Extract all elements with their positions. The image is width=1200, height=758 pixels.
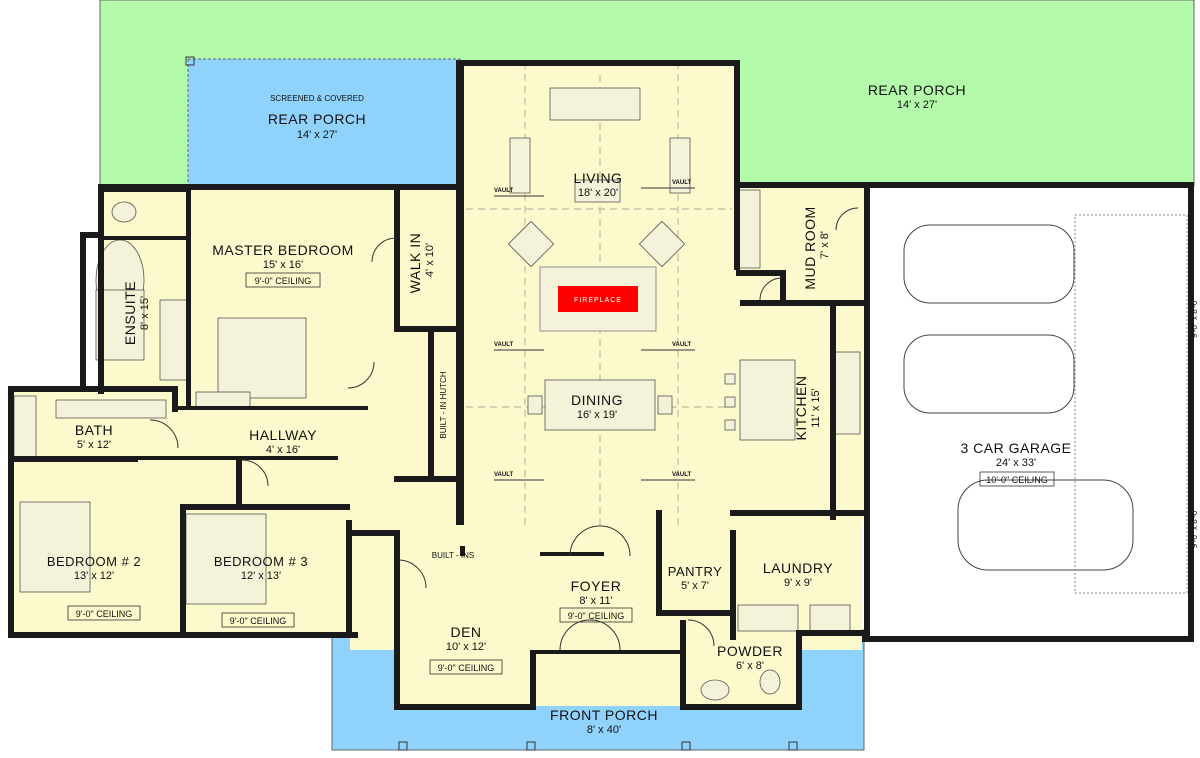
garage-name: 3 CAR GARAGE	[960, 440, 1071, 456]
ensuite-name: ENSUITE	[122, 281, 138, 345]
master-bed	[195, 317, 307, 409]
vault-label: VAULT	[672, 180, 691, 186]
vault-arrows: VAULT VAULT VAULT VAULT VAULT VAULT	[494, 180, 695, 481]
laundry-fixtures	[737, 604, 851, 632]
dining-dims: 16' x 19'	[577, 409, 617, 421]
walls	[8, 60, 1194, 710]
laundry-dims: 9' x 9'	[784, 577, 812, 589]
garage-ceiling: 10'-0" CEILING	[986, 475, 1047, 485]
master-bedroom-name: MASTER BEDROOM	[212, 242, 354, 258]
foyer-ceiling: 9'-0" CEILING	[568, 611, 624, 621]
door-swings	[149, 207, 859, 651]
living-furniture	[507, 87, 691, 268]
vault-label: VAULT	[494, 472, 513, 478]
bedroom-3-dims: 12' x 13'	[241, 570, 281, 582]
pantry-dims: 5' x 7'	[681, 580, 709, 592]
bedroom-3-ceiling-box	[221, 612, 295, 628]
bedroom-2-ceiling: 9'-0" CEILING	[76, 609, 132, 619]
powder-fixtures	[700, 669, 781, 701]
garage-ceiling-box	[979, 471, 1055, 487]
den-ceiling: 9'-0" CEILING	[438, 663, 494, 673]
vault-label: VAULT	[494, 342, 513, 348]
front-porch-dims: 8' x 40'	[587, 724, 621, 736]
master-bedroom-ceiling-box	[245, 272, 321, 288]
bath-fixtures	[13, 395, 167, 459]
fireplace	[558, 286, 638, 312]
den-ceiling-box	[429, 659, 503, 675]
built-in-hutch-label: BUILT - IN HUTCH	[439, 371, 448, 438]
ensuite-dims: 8' x 15'	[139, 296, 151, 330]
bedroom-2-name: BEDROOM # 2	[47, 554, 141, 569]
fireplace-label: FIREPLACE	[574, 297, 622, 304]
bedroom-2-bed	[19, 501, 91, 593]
bedroom-2-ceiling-box	[67, 605, 141, 621]
foyer-dims: 8' x 11'	[579, 595, 612, 607]
rear-porch-screened-area	[187, 58, 461, 187]
kitchen-name: KITCHEN	[793, 376, 809, 441]
powder-name: POWDER	[717, 643, 783, 659]
interior-walls	[14, 186, 864, 640]
dining-table	[527, 379, 673, 431]
vault-label: VAULT	[672, 472, 691, 478]
rear-porch-screened-subtitle: SCREENED & COVERED	[270, 94, 364, 103]
front-porch-name: FRONT PORCH	[550, 707, 658, 723]
bedroom-2-dims: 13' x 12'	[74, 570, 114, 582]
hallway-dims: 4' x 16'	[266, 444, 300, 456]
foyer-name: FOYER	[571, 578, 622, 594]
laundry-name: LAUNDRY	[763, 560, 833, 576]
mud-room-name: MUD ROOM	[802, 206, 818, 289]
rear-porch-screened-name: REAR PORCH	[268, 111, 366, 127]
den-name: DEN	[450, 624, 481, 640]
master-bedroom-ceiling: 9'-0" CEILING	[255, 276, 311, 286]
garage-cars	[903, 224, 1134, 571]
rear-porch-open-dims: 14' x 27'	[897, 99, 937, 111]
bedroom-3-ceiling: 9'-0" CEILING	[230, 616, 286, 626]
garage-door-size-1: 9'-0" x 8'-0"	[1190, 298, 1199, 338]
garage-door-size-2: 9'-0" x 8'-0"	[1190, 508, 1199, 548]
bedroom-3-bed	[185, 513, 267, 605]
rear-porch-open-name: REAR PORCH	[868, 82, 966, 98]
kitchen-island	[724, 351, 861, 441]
mud-room-dims: 7' x 8'	[819, 231, 831, 259]
bath-dims: 5' x 12'	[77, 439, 111, 451]
garage-dims: 24' x 33'	[996, 457, 1036, 469]
kitchen-dims: 11' x 15'	[810, 388, 822, 427]
rear-porch-screened-dims: 14' x 27'	[297, 129, 337, 141]
living-name: LIVING	[574, 170, 623, 186]
walk-in-name: WALK IN	[407, 233, 423, 294]
den-dims: 10' x 12'	[446, 641, 486, 653]
foyer-ceiling-box	[559, 607, 633, 623]
vault-label: VAULT	[494, 188, 513, 194]
garage-door-outline	[1074, 214, 1188, 594]
powder-dims: 6' x 8'	[736, 660, 764, 672]
pantry-name: PANTRY	[668, 564, 723, 579]
dining-name: DINING	[571, 392, 623, 408]
built-ins-label: BUILT - INS	[432, 551, 474, 560]
porch-post-markers	[185, 56, 798, 751]
vault-label: VAULT	[672, 342, 691, 348]
hallway-name: HALLWAY	[249, 427, 317, 443]
living-dims: 18' x 20'	[578, 187, 618, 199]
walk-in-dims: 4' x 10'	[424, 243, 436, 277]
mud-room-lockers	[737, 189, 761, 269]
master-bedroom-dims: 15' x 16'	[263, 259, 303, 271]
bedroom-3-name: BEDROOM # 3	[214, 554, 308, 569]
bath-name: BATH	[75, 422, 113, 438]
